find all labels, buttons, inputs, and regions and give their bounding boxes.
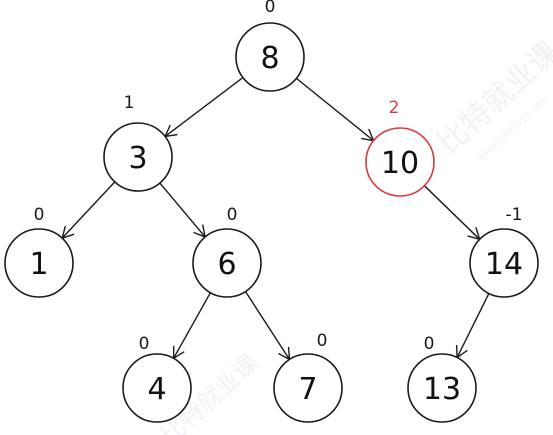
balance-factor: 0 <box>424 334 435 354</box>
balance-factor: 1 <box>124 93 135 113</box>
node-circle <box>122 353 192 423</box>
node-circle <box>469 228 539 298</box>
edge-arrow <box>159 182 206 238</box>
balance-factor: 2 <box>389 98 400 118</box>
tree-node-4: 40 <box>122 334 192 423</box>
edge-layer <box>61 76 490 361</box>
node-key: 1 <box>29 247 48 282</box>
balance-factor: 0 <box>265 0 276 17</box>
tree-node-10: 10 2 <box>365 98 435 197</box>
node-circle <box>273 353 343 423</box>
node-key: 13 <box>423 372 461 407</box>
node-circle <box>365 127 435 197</box>
balance-factor: 0 <box>139 334 150 354</box>
edge-arrow <box>164 76 244 138</box>
tree-node-14: 14 -1 <box>469 205 539 298</box>
node-key: 6 <box>217 247 236 282</box>
tree-node-3: 31 <box>103 93 173 192</box>
tree-node-7: 70 <box>273 331 343 423</box>
edge-arrow <box>172 292 211 360</box>
node-circle <box>4 228 74 298</box>
node-circle <box>235 22 305 92</box>
node-key: 3 <box>128 141 147 176</box>
edge-arrow <box>455 293 490 359</box>
node-key: 8 <box>260 41 279 76</box>
balance-factor: 0 <box>317 331 328 351</box>
tree-node-8: 80 <box>235 0 305 92</box>
edge-arrow <box>244 291 291 361</box>
edge-arrow <box>61 181 116 239</box>
node-key: 14 <box>485 247 523 282</box>
node-circle <box>192 228 262 298</box>
balance-factor: 0 <box>34 205 45 225</box>
tree-node-1: 10 <box>4 205 74 298</box>
node-circle <box>103 122 173 192</box>
node-key: 7 <box>298 372 317 407</box>
balance-factor: 0 <box>227 205 238 225</box>
node-circle <box>407 353 477 423</box>
tree-node-6: 60 <box>192 205 262 298</box>
balance-factor: -1 <box>506 205 523 225</box>
edge-arrow <box>296 77 375 142</box>
node-key: 4 <box>147 372 166 407</box>
edge-arrow <box>423 185 481 241</box>
node-key: 10 <box>381 146 419 181</box>
tree-node-13: 13 0 <box>407 334 477 423</box>
